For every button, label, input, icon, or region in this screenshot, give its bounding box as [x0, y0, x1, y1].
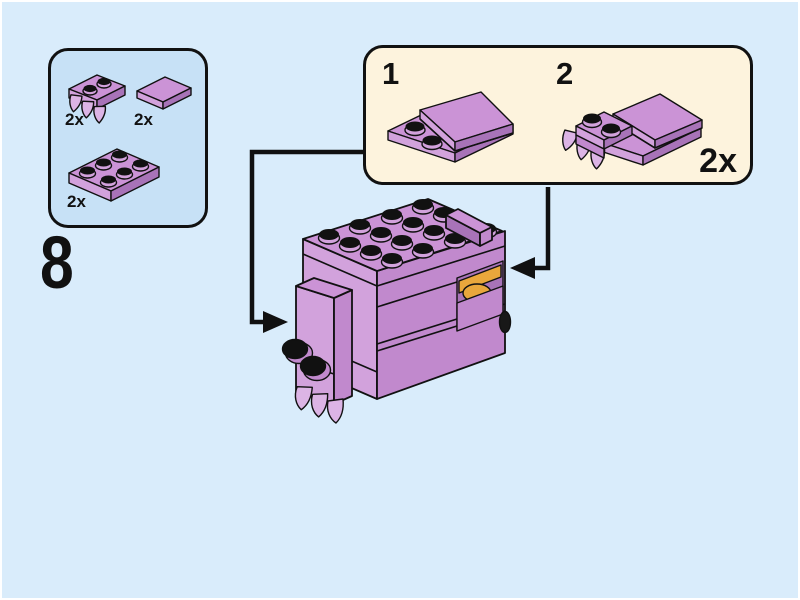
step-number: 8	[40, 221, 74, 304]
part-quantity-label: 2x	[65, 110, 84, 129]
substep-2-assembly-icon	[562, 93, 703, 170]
face-plate-slab	[281, 277, 353, 424]
substeps-quantity-label: 2x	[699, 142, 737, 180]
gold-element	[456, 260, 504, 332]
tile-2x2-icon	[136, 76, 192, 110]
plate-1x2-with-teeth-icon	[68, 74, 126, 124]
side-stud-right	[498, 310, 512, 334]
substep-2-number: 2	[556, 56, 574, 91]
back-panel	[445, 208, 493, 247]
substeps-panel: 1 2	[363, 45, 753, 185]
plate-2x3-icon	[68, 148, 160, 202]
substep-1-assembly-icon	[387, 91, 514, 163]
top-studs	[317, 199, 498, 269]
part-quantity-label: 2x	[134, 110, 153, 129]
part-quantity-label: 2x	[67, 192, 86, 211]
model-body	[281, 198, 512, 424]
substep-1-number: 1	[382, 56, 400, 91]
guide-arrow-left	[249, 149, 363, 333]
parts-callout-panel: 2x 2x 2x	[48, 48, 208, 228]
guide-arrow-right	[510, 187, 551, 279]
